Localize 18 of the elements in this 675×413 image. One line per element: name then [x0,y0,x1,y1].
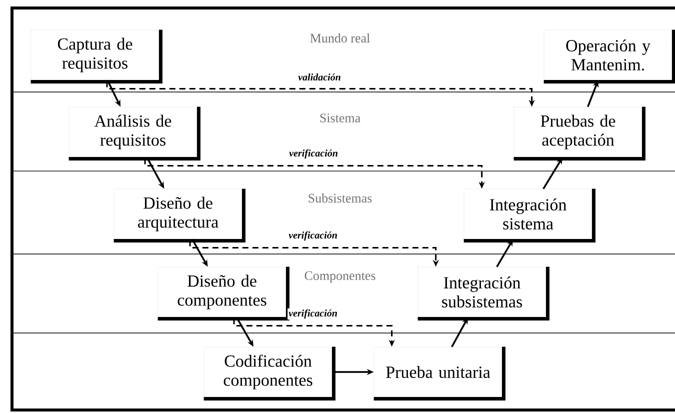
edge-label: verificación [288,231,337,241]
band-label: Mundo real [310,33,370,43]
edge-label: verificación [288,309,337,319]
edge-label: validación [298,73,340,81]
process-box: Operación y Mantenim. [544,30,675,84]
process-box: Integración sistema [464,188,596,242]
process-box: Análisis de requisitos [68,106,200,160]
process-box: Pruebas de aceptación [514,106,646,160]
band-label: Componentes [304,271,376,283]
process-box: Diseño de arquitectura [114,188,246,242]
process-box: Integración subsistemas [418,266,550,320]
band-label: Sistema [320,114,360,122]
process-box: Codificación componentes [204,346,336,400]
process-box: Captura de requisitos [30,30,162,84]
process-box: Prueba unitaria [374,346,506,400]
process-box: Diseño de componentes [158,266,290,320]
band-label: Subsistemas [308,193,372,203]
edge-label: verificación [289,149,338,159]
